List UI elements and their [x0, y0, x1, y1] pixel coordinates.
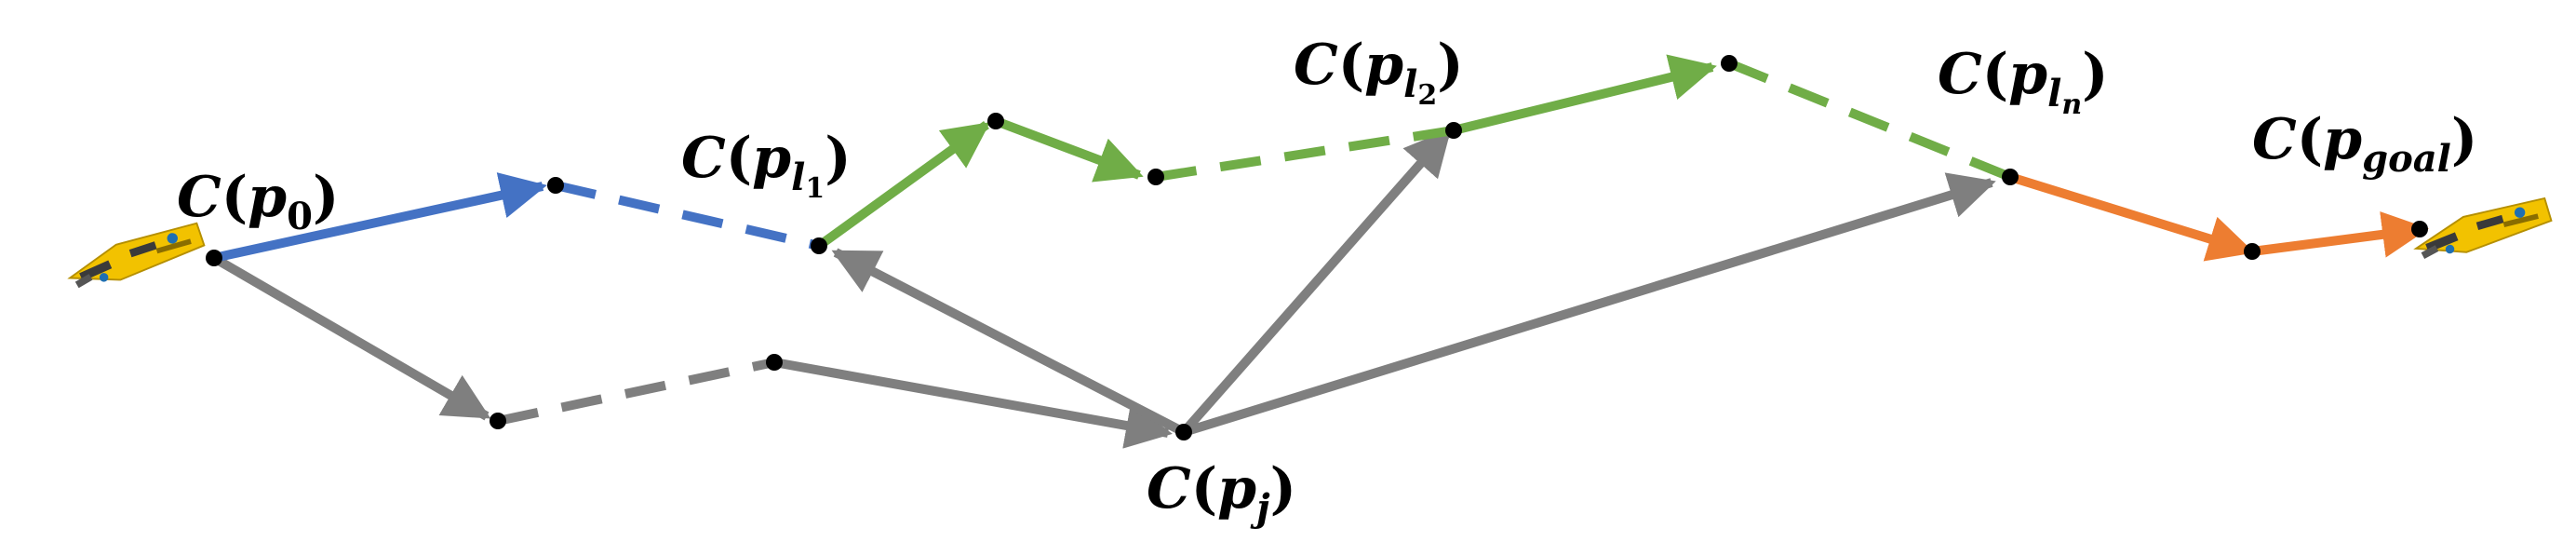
edge-p0-to-g1: [211, 253, 491, 421]
node-g2: [766, 354, 783, 371]
node-p0: [206, 250, 222, 266]
node-o1: [2244, 243, 2261, 260]
edge-pj-to-pl2: [1180, 129, 1452, 436]
node-pln: [2002, 169, 2019, 185]
edge-pj-to-pln: [1182, 172, 1996, 437]
node-n1: [987, 113, 1004, 129]
edge-o1-to-goal: [2251, 210, 2429, 258]
node-goal: [2411, 221, 2428, 237]
edge-pln-to-o1: [2008, 172, 2255, 262]
label-pln: C(pln): [1938, 42, 2109, 121]
node-pl2: [1445, 122, 1462, 139]
node-b1: [547, 177, 564, 194]
node-pl1: [811, 237, 827, 254]
node-points: [206, 55, 2428, 440]
label-pj: C(pj): [1147, 456, 1296, 530]
label-pgoal: C(pgoal): [2252, 107, 2477, 181]
edge-g1-to-g2-dashed: [496, 358, 776, 426]
node-g1: [490, 413, 506, 429]
edge-pj-to-pl1: [831, 248, 1187, 437]
edge-n2-to-pl2-dashed: [1155, 126, 1455, 182]
edge-pl1-to-n1: [816, 120, 991, 251]
edge-g2-to-pj: [773, 358, 1173, 449]
label-pl1: C(pl1): [681, 126, 852, 205]
node-n3: [1721, 55, 1737, 72]
label-p0: C(p0): [177, 165, 339, 238]
edge-n3-to-pln-dashed: [1727, 59, 2012, 182]
edge-n1-to-n2: [994, 116, 1144, 183]
edge-pl2-to-n3: [1452, 54, 1717, 135]
node-n2: [1147, 169, 1164, 185]
label-pl2: C(pl2): [1294, 33, 1464, 112]
node-pj: [1175, 424, 1192, 440]
edge-p0-to-b1: [212, 172, 547, 263]
edge-b1-to-pl1-dashed: [554, 181, 821, 251]
